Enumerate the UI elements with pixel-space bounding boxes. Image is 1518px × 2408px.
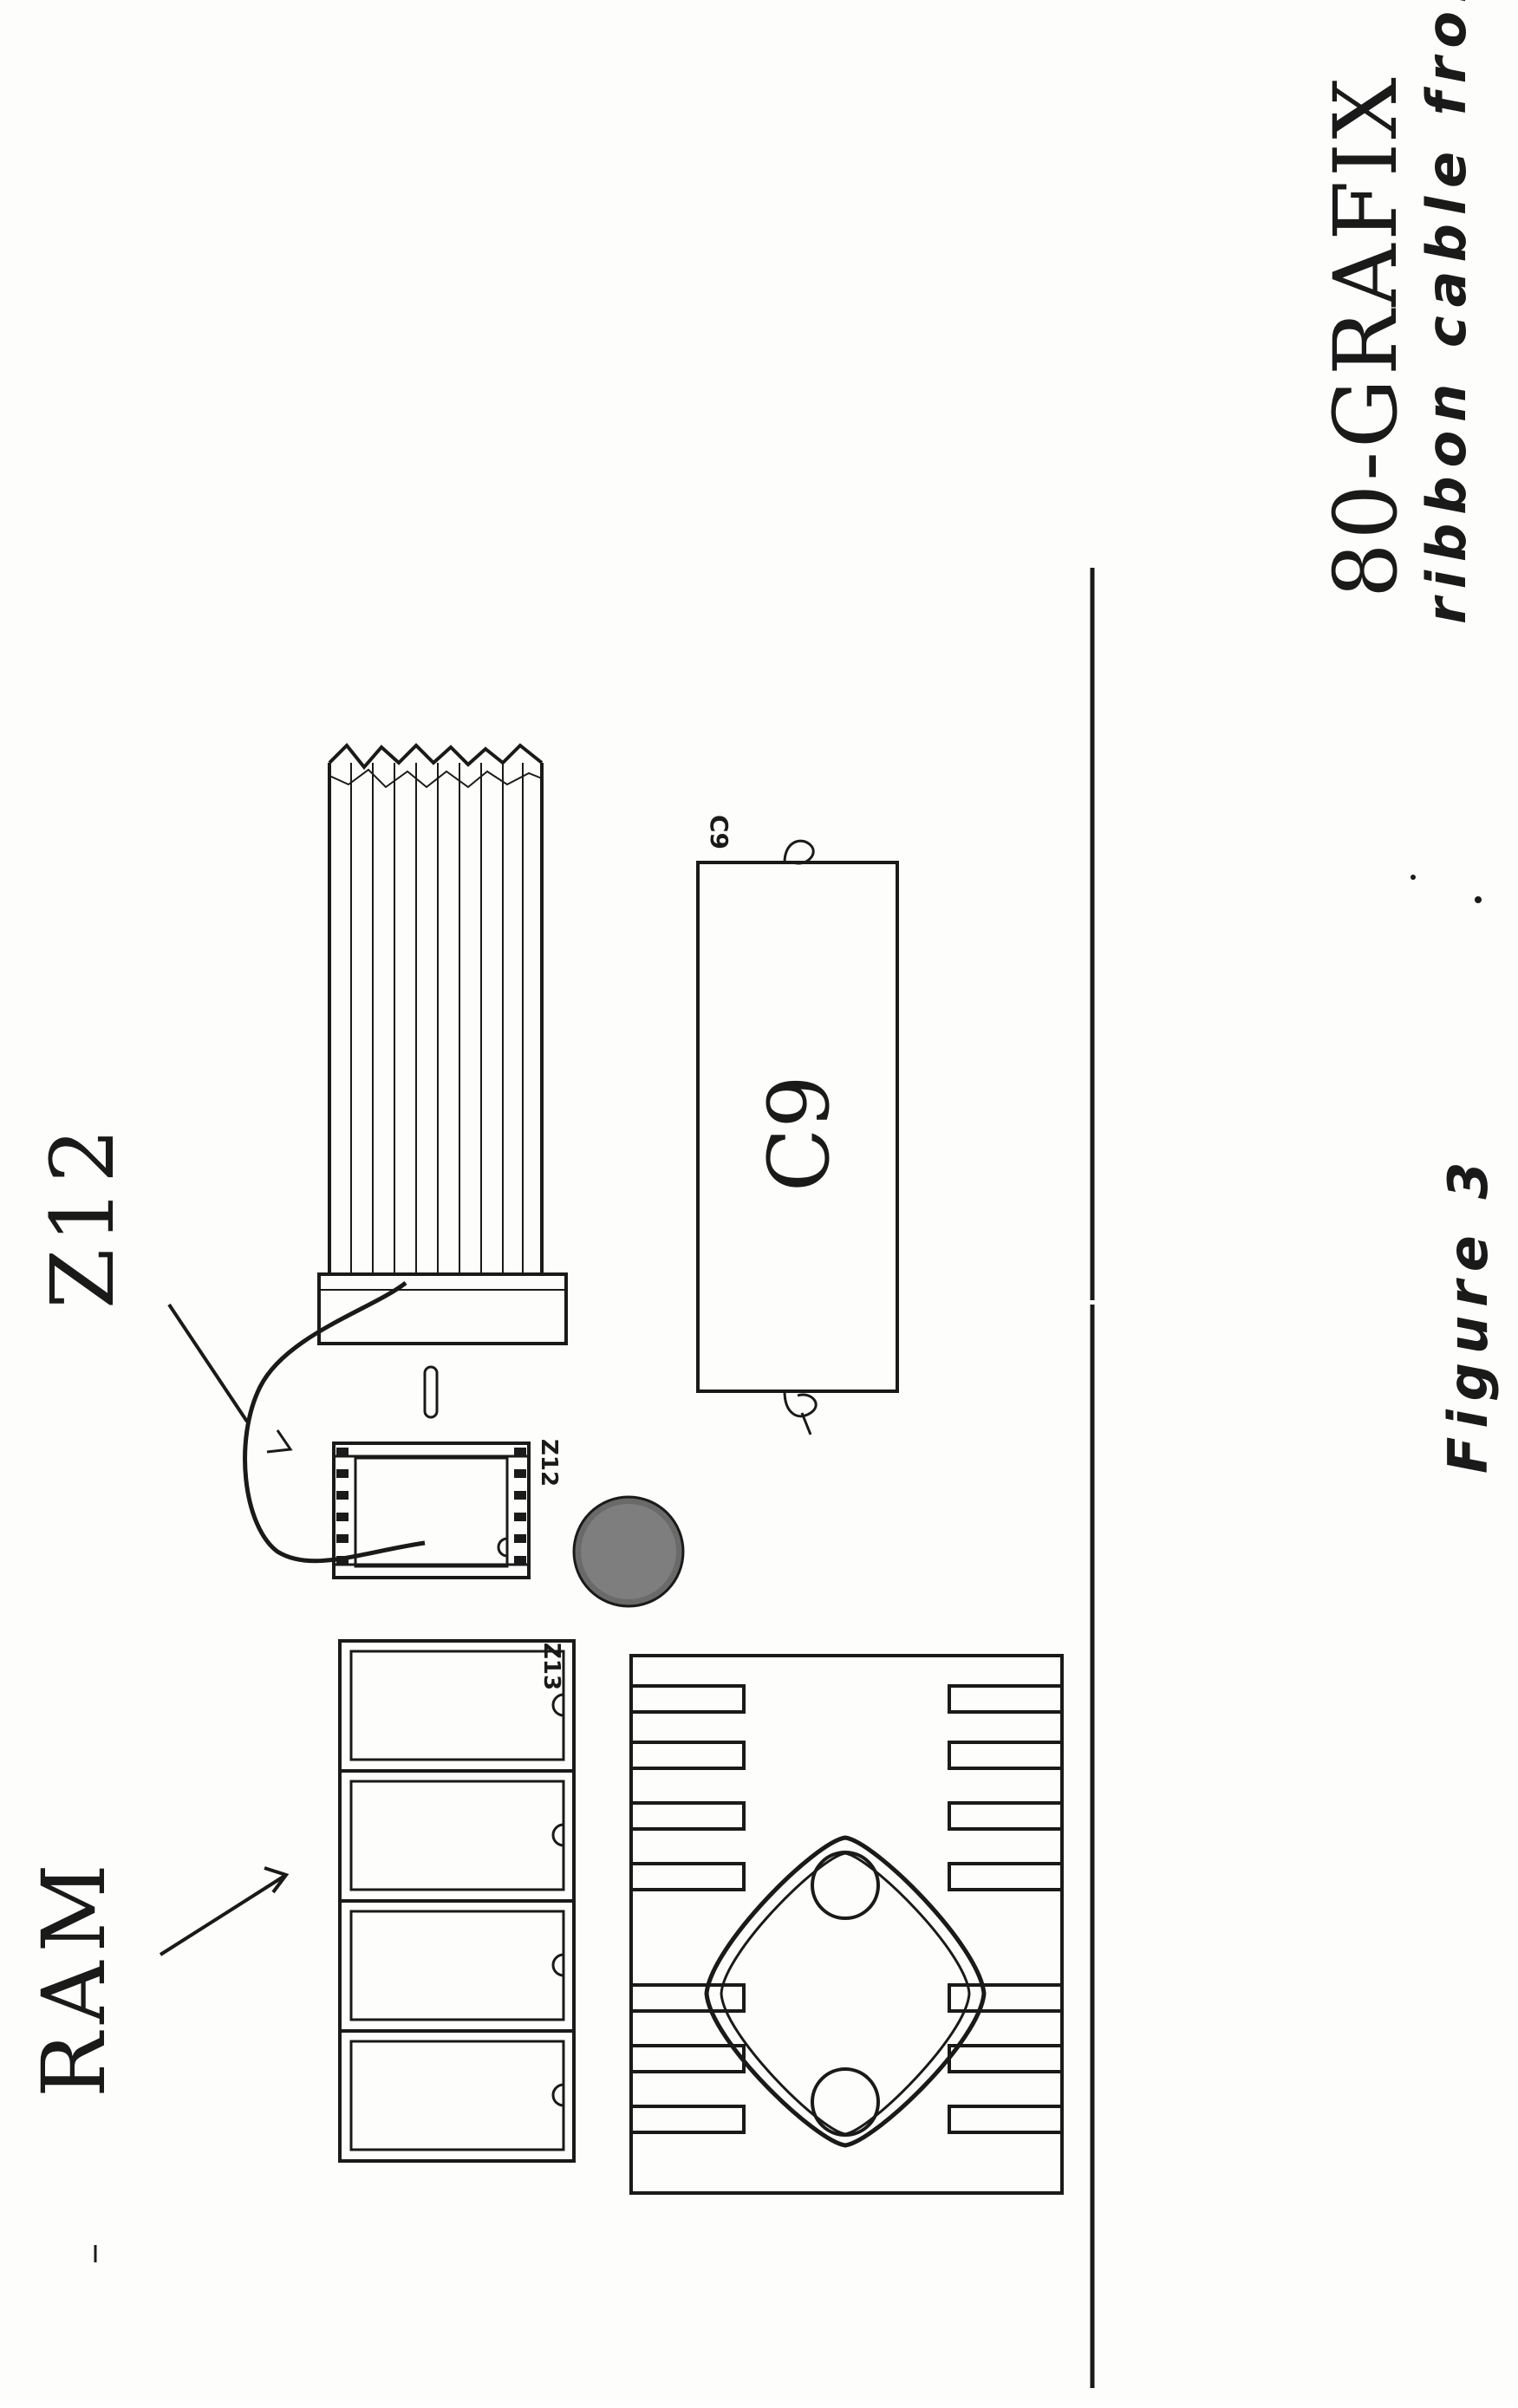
ram-pointer-line [159, 1873, 288, 1956]
z12-chip [332, 1442, 531, 1579]
c9-capacitor [696, 839, 899, 1435]
ram-chip-4 [338, 2029, 576, 2163]
heat-sink [629, 1654, 1064, 2195]
speck-1 [1411, 875, 1416, 880]
ram-arrowhead [264, 1866, 290, 1894]
ribbon-connector [317, 1272, 568, 1345]
ram-title: RAM [23, 1855, 125, 2098]
ribbon-label-line1: ribbon cable from [1415, 0, 1478, 624]
ribbon-cable [328, 743, 544, 1274]
ram-chip-2 [338, 1769, 576, 1903]
figure-caption: Figure 3 [1437, 1154, 1500, 1474]
z12-title: Z12 [32, 1123, 134, 1309]
speck-2 [1475, 896, 1482, 903]
jumper-arrow [266, 1429, 293, 1454]
ram-chip-1 [338, 1639, 576, 1773]
z12-chip-label: Z12 [536, 1439, 562, 1487]
c9-small-label: C9 [705, 815, 733, 849]
z13-chip-label: Z13 [538, 1643, 564, 1690]
ribbon-label-line2: 80-GRAFIX [1315, 74, 1417, 598]
c9-body-label: C9 [751, 1075, 848, 1192]
z12-pointer-line [167, 1303, 249, 1423]
ram-chip-3 [338, 1899, 576, 2033]
small-resistor [423, 1365, 439, 1419]
